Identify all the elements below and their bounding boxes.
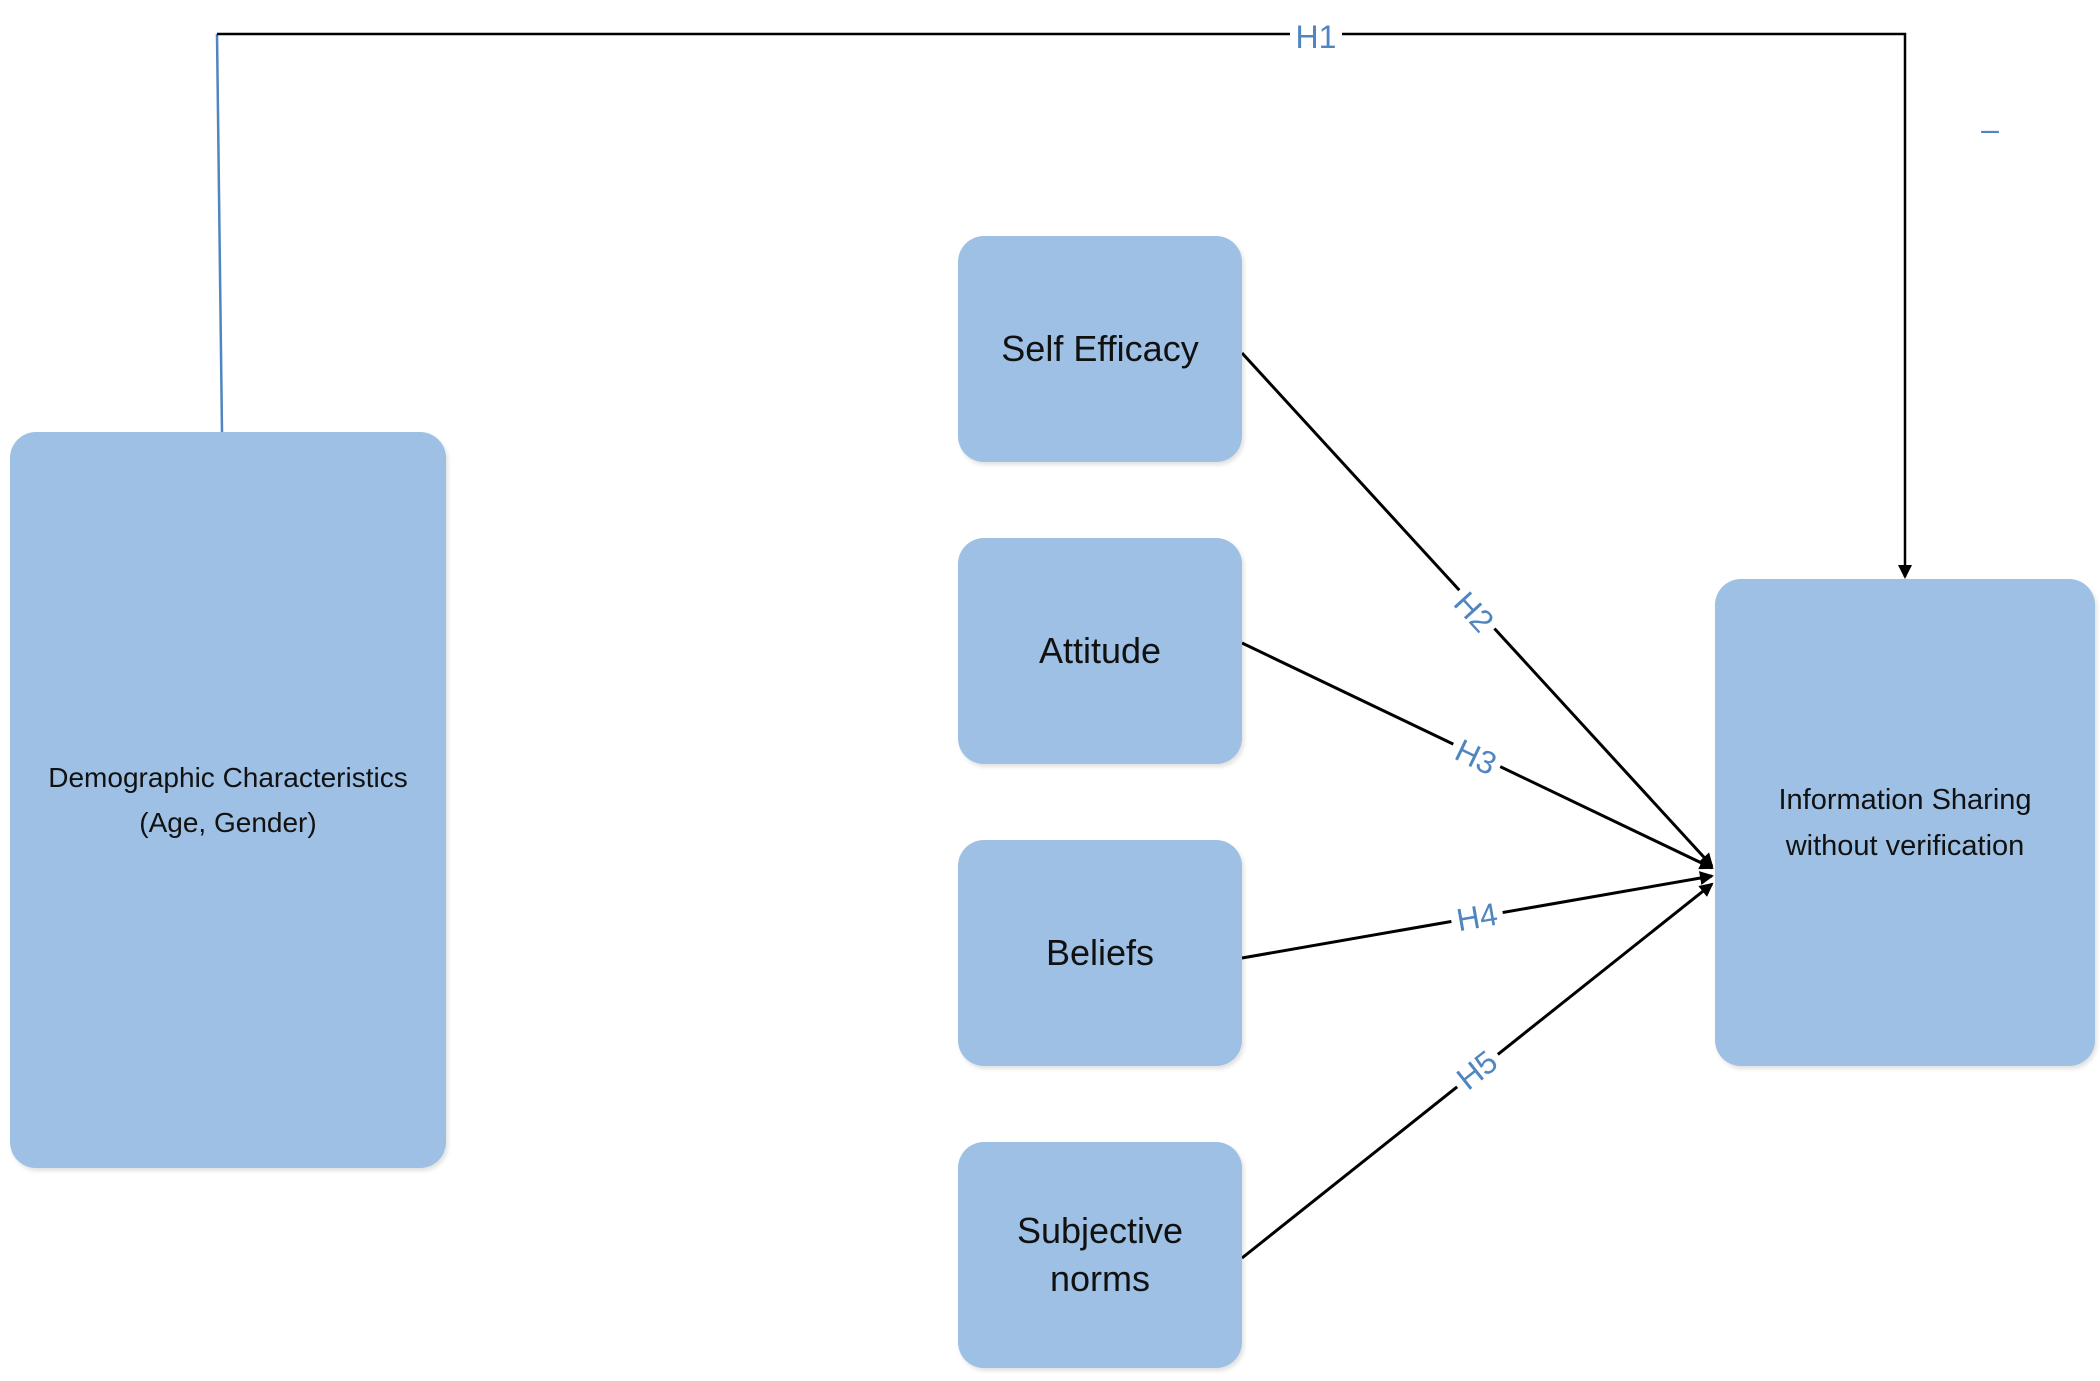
beliefs-label: Beliefs (1045, 932, 1155, 973)
h1-edge-blue-segment (215, 33, 224, 433)
h1-edge (217, 32, 1912, 579)
information-sharing-box: Information Sharing without verification (1715, 579, 2095, 1066)
self-efficacy-box: Self Efficacy (958, 236, 1242, 462)
demographic-characteristics-label: Demographic Characteristics (Age, Gender… (48, 762, 408, 838)
h5-label: H5 (1450, 1043, 1504, 1097)
attitude-box: Attitude (958, 538, 1242, 764)
beliefs-box: Beliefs (958, 840, 1242, 1066)
subjective-norms-box: Subjective norms (958, 1142, 1242, 1368)
h1-label: H1 (1296, 19, 1337, 55)
subjective-norms-label: Subjective norms (1016, 1210, 1184, 1299)
h4-label: H4 (1454, 896, 1500, 938)
information-sharing-label: Information Sharing without verification (1778, 783, 2032, 862)
h2-label: H2 (1447, 585, 1501, 639)
self-efficacy-label: Self Efficacy (1001, 328, 1199, 369)
h1-sign-label: – (1981, 111, 1999, 147)
demographic-characteristics-box: Demographic Characteristics (Age, Gender… (10, 432, 446, 1168)
attitude-label: Attitude (1038, 630, 1162, 671)
